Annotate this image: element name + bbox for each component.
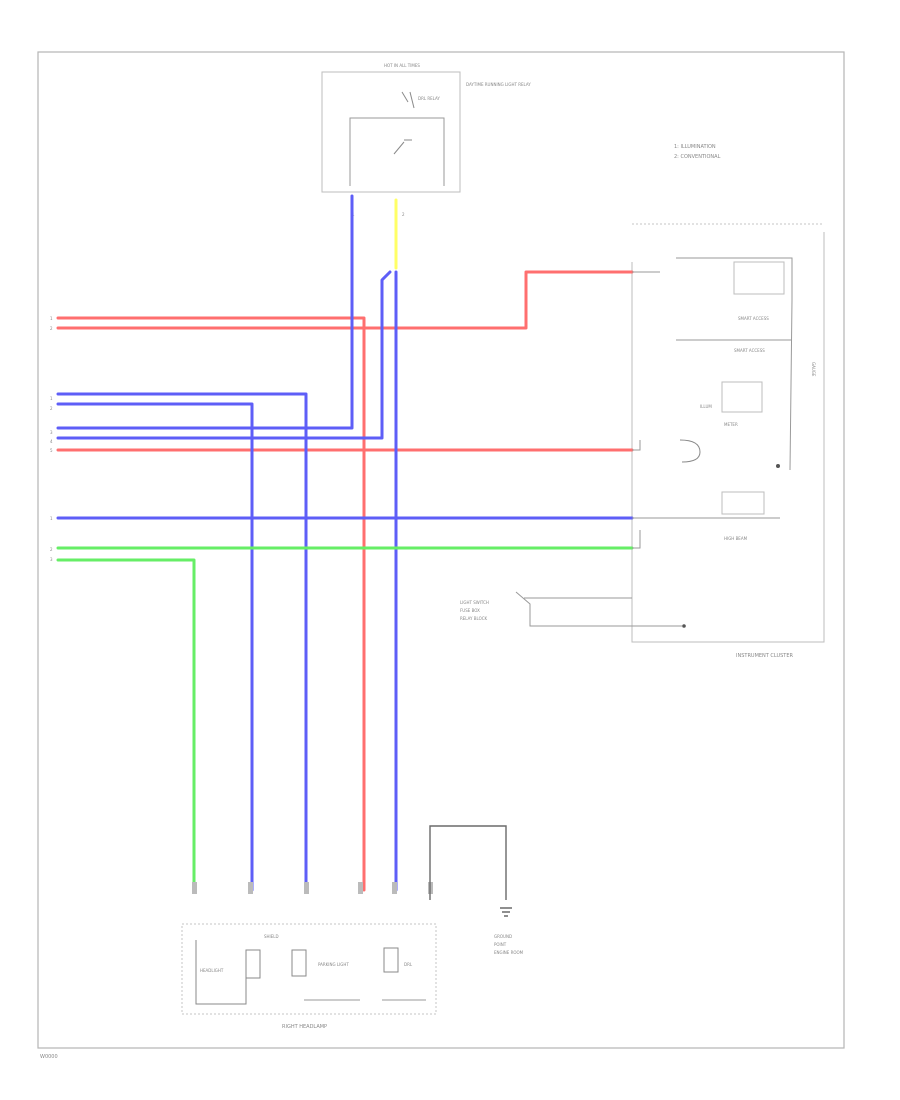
wire-blue-2 (56, 402, 254, 892)
wire-blue-1 (56, 392, 308, 892)
top-relay-title: HOT IN ALL TIMES (384, 63, 420, 68)
svg-text:3: 3 (50, 557, 53, 562)
svg-text:2: 2 (50, 547, 53, 552)
cluster-indicator-1-label: ILLUM (700, 404, 712, 409)
wire-red-1 (56, 316, 366, 892)
legend: 1: ILLUMINATION 2: CONVENTIONAL (674, 144, 721, 160)
svg-text:RELAY BLOCK: RELAY BLOCK (460, 616, 488, 621)
svg-text:5: 5 (50, 448, 53, 453)
top-relay-note: DAYTIME RUNNING LIGHT RELAY (466, 82, 531, 87)
svg-text:FUSE BOX: FUSE BOX (460, 608, 480, 613)
svg-text:2: 2 (50, 406, 53, 411)
svg-text:2: 2 (402, 212, 405, 217)
cluster-relay-2-label: SMART ACCESS (734, 348, 765, 353)
headlight-bulb-icon (195, 940, 261, 1005)
wire-blue-4 (56, 270, 392, 440)
svg-text:METER: METER (724, 422, 738, 427)
top-relay-box: HOT IN ALL TIMES DAYTIME RUNNING LIGHT R… (321, 63, 531, 217)
instrument-cluster-box: SMART ACCESS SMART ACCESS ILLUM METER HI… (631, 223, 825, 659)
svg-text:2: 2 (50, 326, 53, 331)
headlamp-part-3: DRL (404, 962, 413, 967)
light-switch-label: LIGHT SWITCH (460, 600, 489, 605)
ground-label: GROUND (494, 934, 512, 939)
instrument-cluster-label: INSTRUMENT CLUSTER (736, 653, 794, 659)
footer-code: W0000 (40, 1054, 58, 1060)
svg-text:4: 4 (50, 439, 53, 444)
svg-text:SHIELD: SHIELD (264, 934, 279, 939)
parking-bulb-icon (291, 949, 307, 977)
cluster-indicator-2-label: HIGH BEAM (724, 536, 748, 541)
bottom-connectors (192, 882, 433, 894)
left-terminal-labels: 1 2 1 2 3 4 5 1 2 3 (50, 316, 53, 562)
headlamp-part-2: PARKING LIGHT (318, 962, 349, 967)
drl-bulb-icon (383, 947, 399, 973)
svg-text:1: 1 (50, 396, 53, 401)
top-relay-sub: DRL RELAY (418, 96, 440, 101)
svg-text:1: 1 (50, 516, 53, 521)
wire-blue-3 (56, 194, 354, 430)
wire-red-2 (56, 270, 634, 330)
ground-circuit: GROUND POINT ENGINE ROOM (429, 825, 524, 955)
relay-coil-icon (401, 91, 415, 109)
legend-line-1: 1: ILLUMINATION (674, 144, 716, 150)
fuse-block: LIGHT SWITCH FUSE BOX RELAY BLOCK (460, 591, 686, 628)
wire-cluster-tie-2 (632, 530, 641, 549)
cluster-relay-1-label: SMART ACCESS (738, 316, 769, 321)
svg-text:1: 1 (50, 316, 53, 321)
wire-group (56, 194, 780, 892)
legend-line-2: 2: CONVENTIONAL (674, 154, 721, 160)
wire-green-2 (56, 558, 196, 892)
relay-switch-icon (393, 139, 412, 155)
right-headlamp-label: RIGHT HEADLAMP (282, 1024, 327, 1030)
diagram-border (37, 51, 845, 1049)
svg-text:3: 3 (50, 430, 53, 435)
svg-text:GAUGE: GAUGE (811, 362, 816, 377)
svg-text:POINT: POINT (494, 942, 507, 947)
wire-cluster-tie-3 (632, 440, 641, 451)
ground-icon (500, 907, 512, 917)
svg-text:ENGINE ROOM: ENGINE ROOM (494, 950, 524, 955)
headlamp-part-1: HEADLIGHT (200, 968, 224, 973)
right-headlamp-box: RIGHT HEADLAMP HEADLIGHT PARKING LIGHT D… (181, 923, 437, 1030)
